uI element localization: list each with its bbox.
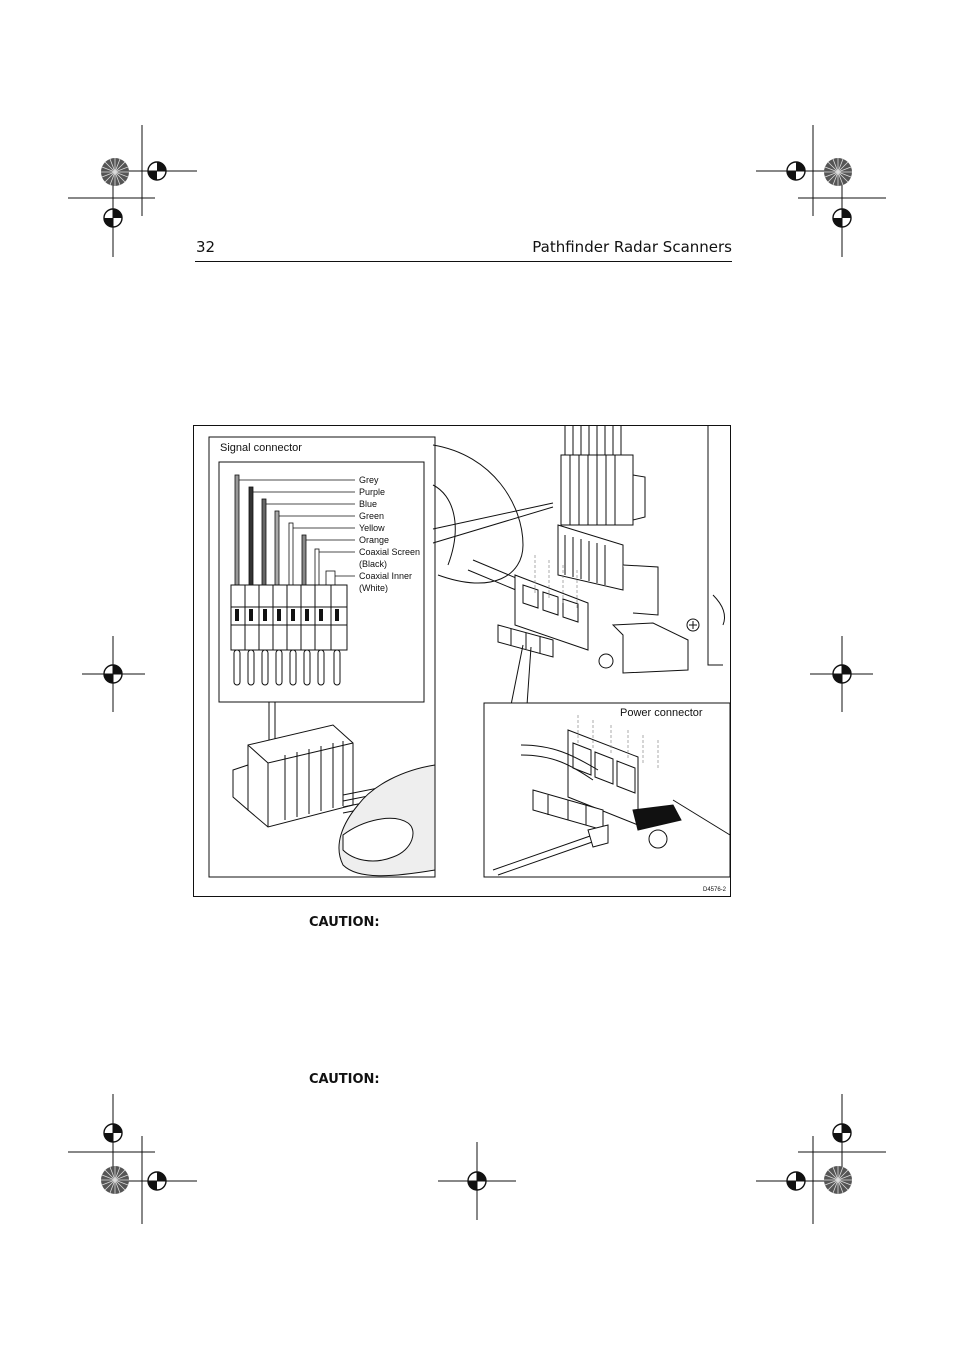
wire-label: (White) [359,583,388,593]
wire-label: Purple [359,487,385,497]
wire-label: Grey [359,475,379,485]
wire-label: Coaxial Screen [359,547,420,557]
wire-label: Coaxial Inner [359,571,412,581]
power-connector-label: Power connector [620,707,703,719]
caution-heading: CAUTION: [309,1072,380,1087]
wire-label: (Black) [359,559,387,569]
wire-label: Orange [359,535,389,545]
connector-figure: Signal connector Grey Purple Blue Green … [193,425,731,897]
caution-heading: CAUTION: [309,915,380,930]
running-title: Pathfinder Radar Scanners [532,238,732,256]
wire-label: Blue [359,499,377,509]
wire-label: Green [359,511,384,521]
figure-code: D4576-2 [703,887,727,893]
wire-label: Yellow [359,523,385,533]
page-number: 32 [196,238,216,256]
header-rule [195,261,732,262]
signal-connector-label: Signal connector [220,442,302,454]
